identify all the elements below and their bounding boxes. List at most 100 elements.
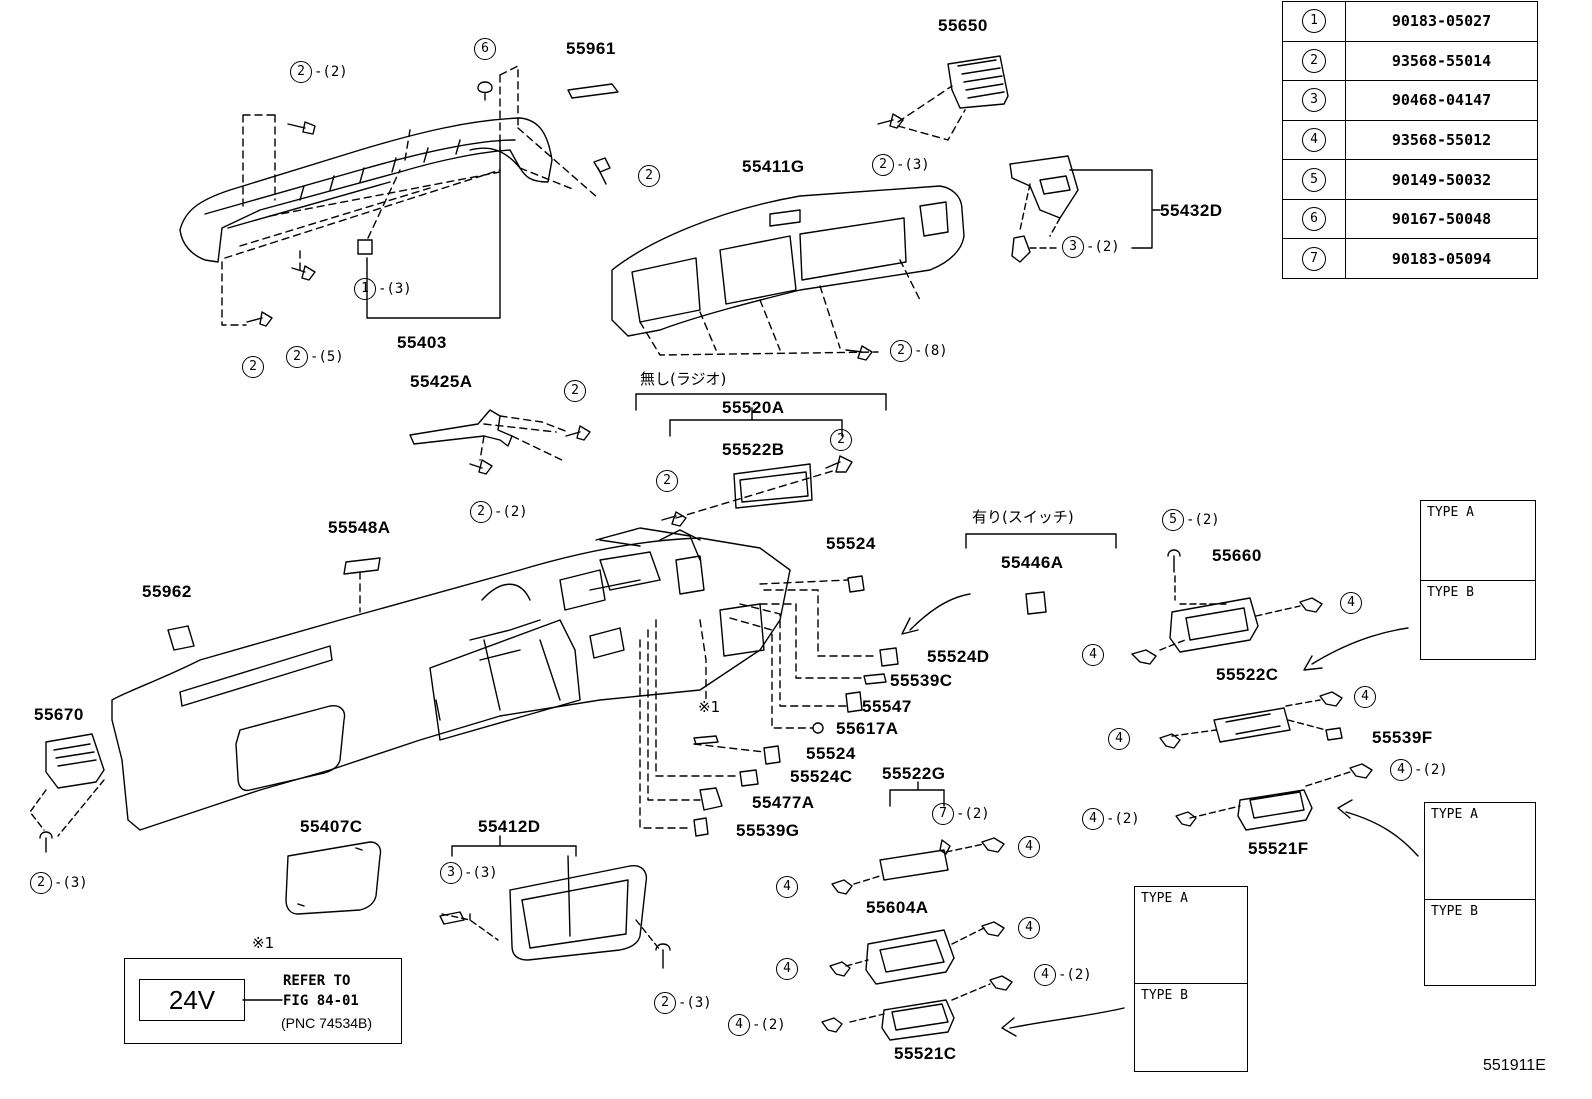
- label-55522b: 55522B: [722, 440, 785, 459]
- bracket-no-radio: [635, 393, 887, 411]
- label-55477a: 55477A: [752, 793, 815, 812]
- hood-leader-lines: [221, 65, 599, 326]
- screw-55521c-left: [821, 1017, 843, 1033]
- screw-55670: [39, 831, 53, 853]
- type-a-label: TYPE A: [1141, 891, 1188, 906]
- label-55407c: 55407C: [300, 817, 363, 836]
- label-with-switch: 有り(スイッチ): [972, 508, 1074, 526]
- callout-c28: 2-(3): [30, 872, 88, 894]
- callout-c8: 3-(2): [1062, 236, 1120, 258]
- bracket-55425a: [409, 409, 513, 447]
- reference-note-box: 24V REFER TO FIG 84-01 (PNC 74534B): [124, 958, 402, 1044]
- part-55522b-shape: [733, 463, 813, 509]
- label-55524-top: 55524: [826, 534, 876, 553]
- screw-bracket-b: [469, 459, 493, 475]
- leader-55522b: [675, 469, 837, 519]
- label-55670: 55670: [34, 705, 84, 724]
- type-b-label: TYPE B: [1431, 904, 1478, 919]
- type-a-label: TYPE A: [1427, 505, 1474, 520]
- label-55539f: 55539F: [1372, 728, 1433, 747]
- screw-radio-a: [661, 511, 687, 527]
- arrowhead-type-ab: [1303, 655, 1323, 671]
- part-55412d-shape: [509, 855, 648, 961]
- part-55547-shape: [845, 691, 863, 713]
- leader-55522g-screws: [853, 843, 985, 885]
- note-line-3: (PNC 74534B): [281, 1015, 373, 1031]
- type-box-55521c: TYPE A TYPE B: [1134, 886, 1248, 1072]
- bracket-with-switch: [965, 533, 1117, 549]
- callout-c21: 7-(2): [932, 803, 990, 825]
- callout-c27: 4-(2): [728, 1014, 786, 1036]
- label-55522g: 55522G: [882, 764, 946, 783]
- leader-55660: [1174, 575, 1231, 605]
- part-55522c-shape: [1213, 707, 1291, 743]
- callout-c30: 2-(3): [654, 992, 712, 1014]
- vent-55650: [947, 55, 1009, 109]
- type-b-label: TYPE B: [1141, 988, 1188, 1003]
- arrowhead-55521c: [1001, 1017, 1017, 1037]
- arrow-55521c: [1009, 1007, 1125, 1029]
- part-note1-shape: [693, 735, 719, 745]
- leader-55432d: [1069, 169, 1161, 249]
- leader-55520a: [669, 407, 843, 437]
- callout-c15: 4: [1340, 592, 1362, 614]
- label-55604a: 55604A: [866, 898, 929, 917]
- callout-c3: 2: [638, 165, 660, 187]
- note-line-1: REFER TO: [283, 973, 351, 989]
- screw-55660-top: [1167, 549, 1181, 573]
- part-55548a-shape: [343, 557, 381, 575]
- type-a-label: TYPE A: [1431, 807, 1478, 822]
- callout-c14: 5-(2): [1162, 509, 1220, 531]
- vent-55670: [45, 733, 105, 789]
- label-55411g: 55411G: [742, 157, 805, 176]
- leader-55522g: [889, 781, 945, 807]
- callout-c7: 2-(3): [872, 154, 930, 176]
- label-55548a: 55548A: [328, 518, 391, 537]
- callout-c2: 6: [474, 38, 496, 60]
- callout-c24: 4: [1018, 917, 1040, 939]
- label-55524d: 55524D: [927, 647, 990, 666]
- instrument-panel-leaders: [359, 571, 879, 829]
- clip-55522g: [939, 839, 951, 855]
- screw-55604a-right: [981, 921, 1005, 937]
- label-55403: 55403: [397, 333, 447, 352]
- label-55521c: 55521C: [894, 1044, 957, 1063]
- leader-55412d-screw: [635, 919, 661, 951]
- screw-55660-right: [1299, 597, 1323, 613]
- label-55521f: 55521F: [1248, 839, 1309, 858]
- panel-leader-lines: [639, 259, 921, 356]
- callout-c1: 2-(2): [290, 61, 348, 83]
- screw-panel: [845, 345, 873, 361]
- arrow-with-switch: [909, 593, 971, 631]
- note-mark-diagram: ※1: [698, 698, 721, 716]
- label-55524: 55524: [806, 744, 856, 763]
- screw-55660-left: [1131, 649, 1157, 665]
- part-55604a-shape: [865, 929, 955, 985]
- leader-55522c: [1171, 699, 1327, 737]
- label-55412d: 55412D: [478, 817, 541, 836]
- part-55407c-shape: [285, 841, 382, 915]
- arrow-55521f: [1345, 811, 1419, 857]
- callout-c29: 3-(3): [440, 862, 498, 884]
- label-55520a: 55520A: [722, 398, 785, 417]
- callout-c9: 2-(8): [890, 340, 948, 362]
- callout-c22: 4: [1018, 836, 1040, 858]
- screw-55521f-left: [1175, 811, 1197, 827]
- vent-leader-lines: [897, 85, 966, 141]
- label-55650: 55650: [938, 16, 988, 35]
- screws-upper: [246, 81, 611, 327]
- part-55524-top-shape: [847, 575, 865, 593]
- cluster-panel-55411g: [611, 185, 965, 337]
- figure-id: 551911E: [1483, 1057, 1546, 1074]
- screw-bracket-a: [565, 425, 591, 441]
- callout-c5: 2-(5): [286, 346, 344, 368]
- callout-c26: 4-(2): [1034, 964, 1092, 986]
- part-55446a-shape: [1025, 591, 1047, 615]
- part-55962-shape: [167, 625, 195, 651]
- callout-c16: 4: [1082, 644, 1104, 666]
- label-55961: 55961: [566, 39, 616, 58]
